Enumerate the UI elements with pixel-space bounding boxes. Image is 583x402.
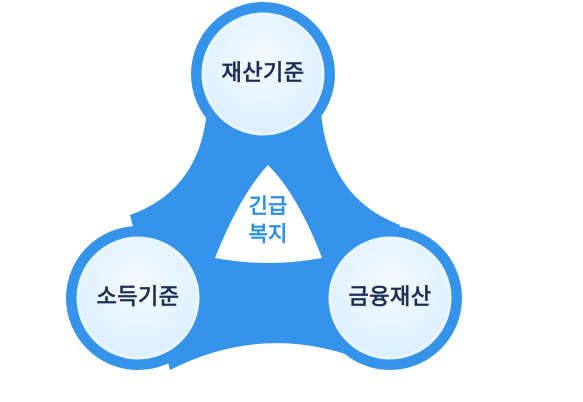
node-top-label: 재산기준 xyxy=(221,61,305,86)
node-left-circle xyxy=(76,236,200,360)
node-right-circle xyxy=(328,236,452,360)
center-triangle xyxy=(215,165,322,263)
node-left-label: 소득기준 xyxy=(96,285,180,310)
center-label-line2: 복지 xyxy=(248,222,288,246)
center-label-line1: 긴급 xyxy=(248,194,288,218)
center-label: 긴급 복지 xyxy=(218,192,318,248)
node-right-label: 금융재산 xyxy=(348,285,432,310)
node-top-circle xyxy=(201,12,325,136)
